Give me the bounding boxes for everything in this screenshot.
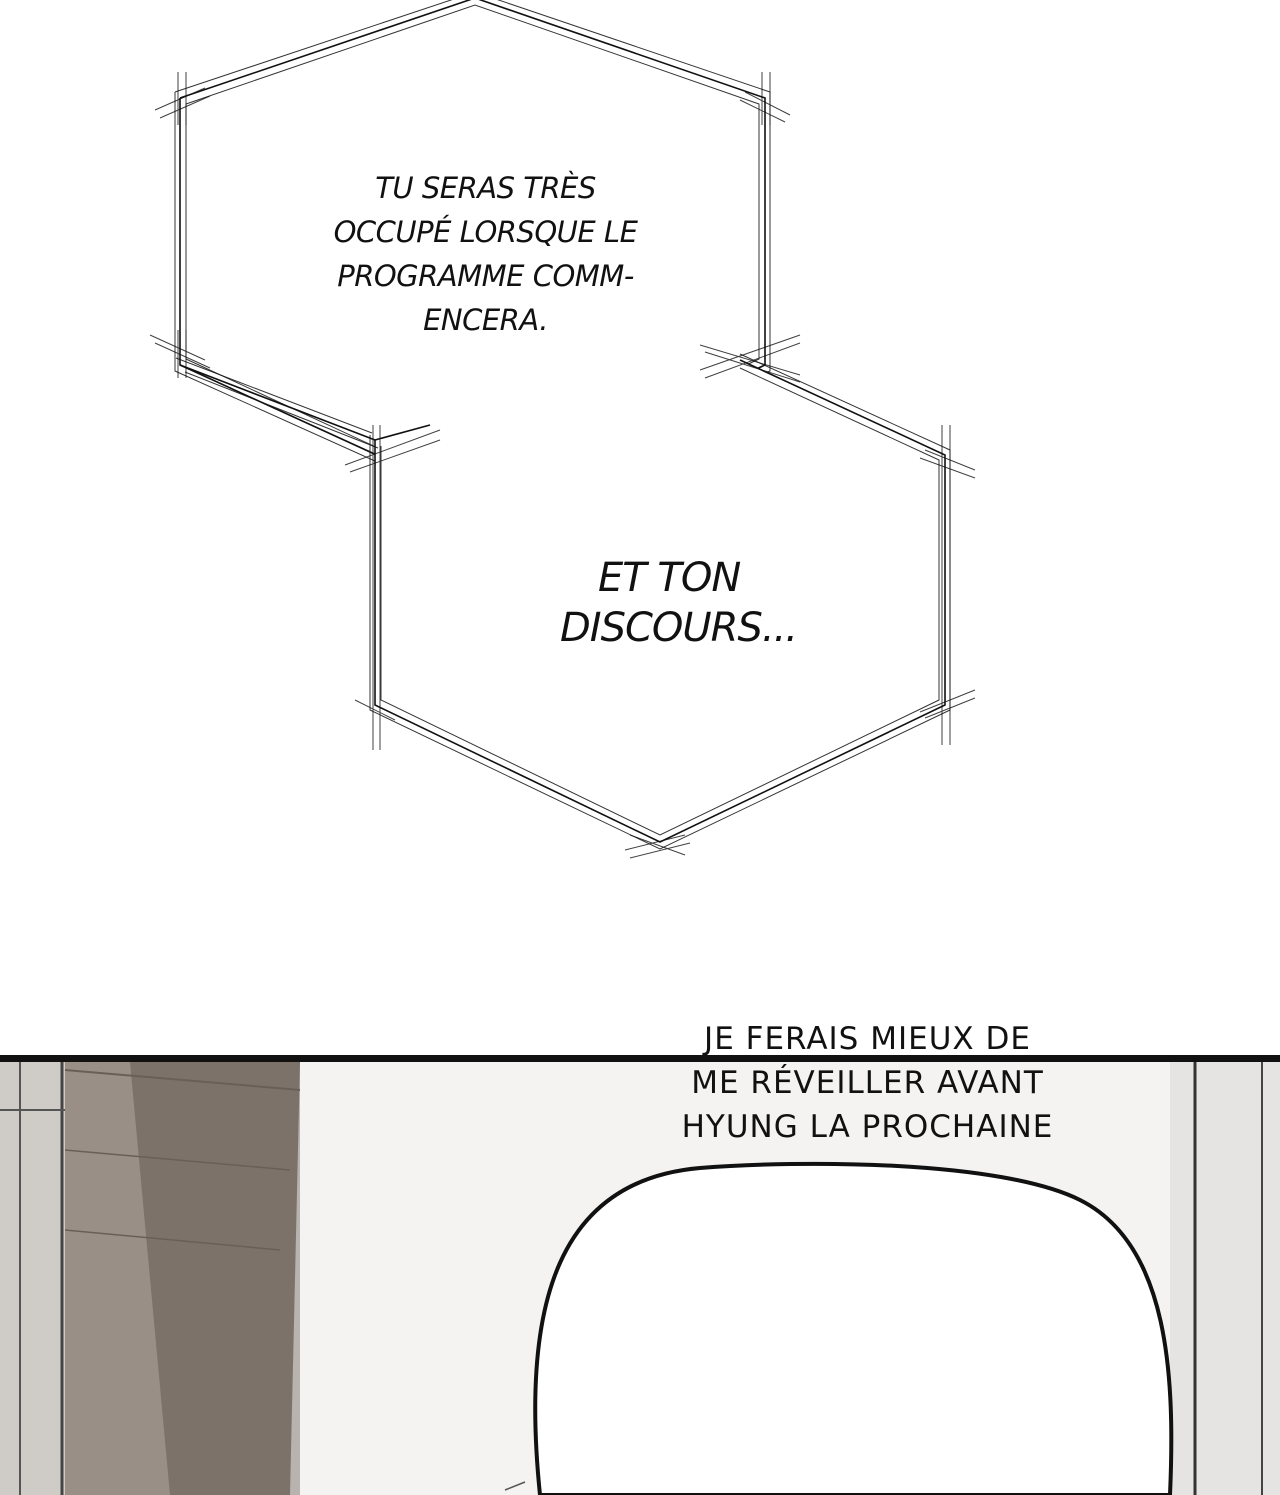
thought-text-1-line: OCCUPÉ LORSQUE LE xyxy=(333,215,638,249)
thought-text-2-line: ET TON xyxy=(598,555,741,601)
speech-text-line: HYUNG LA PROCHAINE xyxy=(681,1109,1054,1145)
speech-text: JE FERAIS MIEUX DE ME RÉVEILLER AVANT HY… xyxy=(645,1017,1090,1149)
building-background xyxy=(0,1062,1280,1495)
thought-text-1: TU SERAS TRÈS OCCUPÉ LORSQUE LE PROGRAMM… xyxy=(318,166,653,342)
thought-text-1-line: TU SERAS TRÈS xyxy=(375,171,596,205)
speech-text-line: ME RÉVEILLER AVANT xyxy=(691,1065,1044,1101)
thought-text-1-line: ENCERA. xyxy=(423,303,548,337)
thought-text-1-line: PROGRAMME COMM- xyxy=(337,259,634,293)
hexagon-bubble-2 xyxy=(175,334,976,859)
speech-bubble xyxy=(533,1161,1174,1495)
speech-text-line: JE FERAIS MIEUX DE xyxy=(704,1021,1031,1057)
thought-text-2-line: DISCOURS... xyxy=(560,605,798,651)
thought-text-2: ET TON DISCOURS... xyxy=(560,553,800,653)
